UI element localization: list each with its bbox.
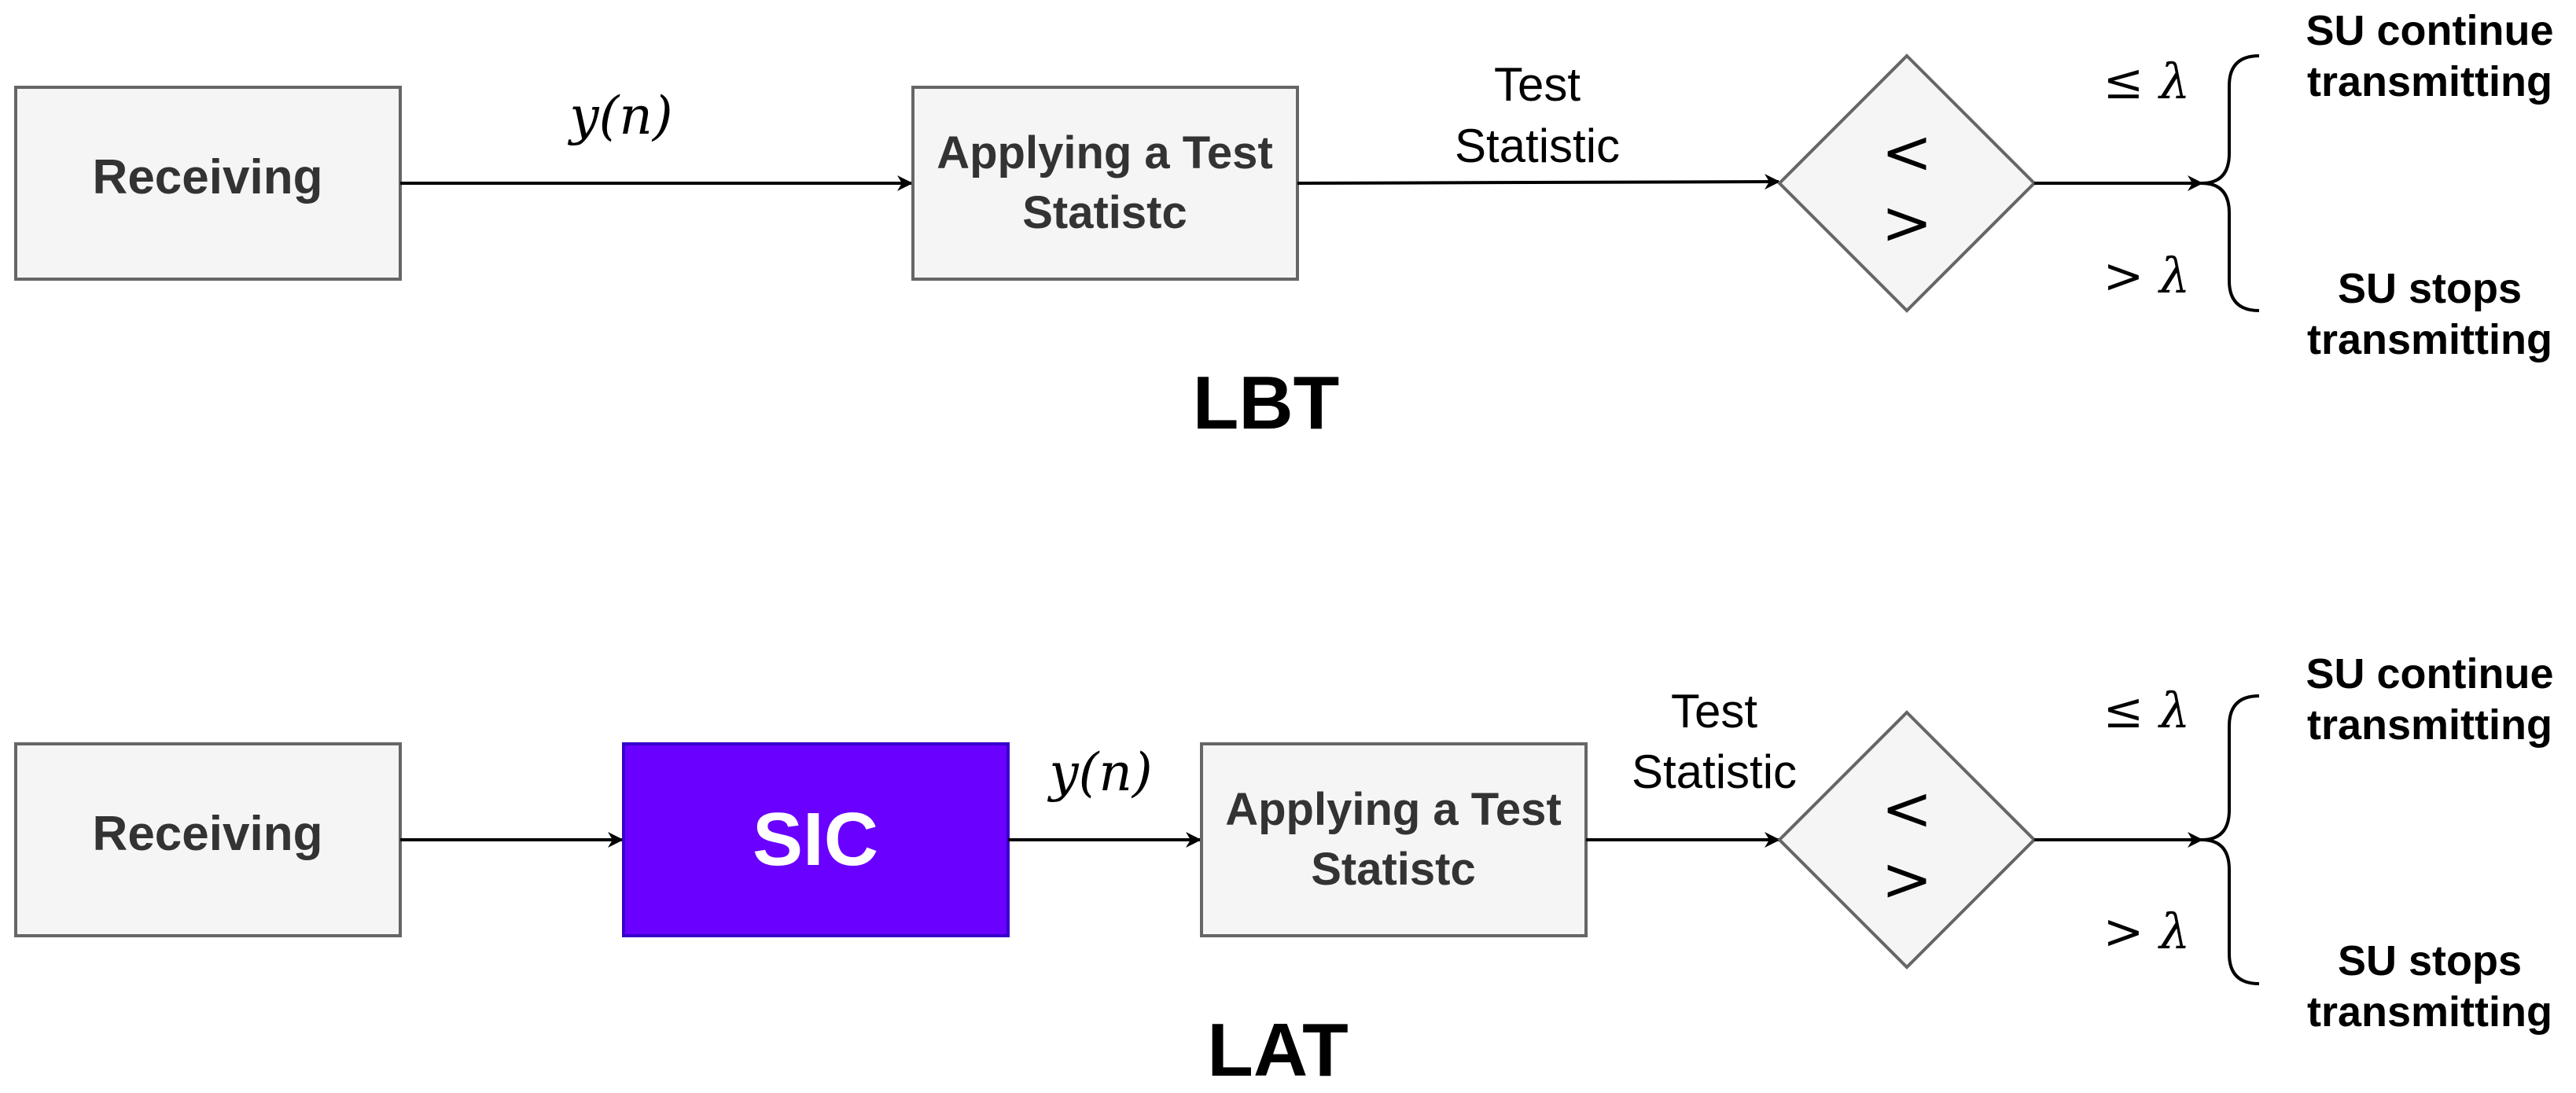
lbt-title: LBT [1193, 361, 1340, 445]
lat-compare-greater: > [1881, 845, 1932, 915]
lbt-condition-gt: > λ [2103, 247, 2191, 304]
lat-condition-le: ≤ λ [2103, 682, 2191, 739]
lat-test-stat-line1: Test [1671, 685, 1757, 738]
lat-receiving-box: Receiving [14, 742, 402, 937]
lbt-stop-line2: transmitting [2307, 316, 2552, 363]
lbt-comparator-diamond: < > [1777, 53, 2037, 313]
lat-compare-less: < [1881, 774, 1932, 845]
lat-test-stat-line2: Statistic [1632, 745, 1797, 798]
lbt-test-stat-line1: Test [1494, 58, 1581, 111]
lbt-test-stat-line2: Statistic [1455, 120, 1620, 172]
lbt-receiving-label: Receiving [93, 150, 323, 204]
lbt-signal-label: y(n) [567, 86, 672, 146]
lbt-compare-less: < [1881, 117, 1932, 188]
lbt-receiving-box: Receiving [14, 86, 402, 281]
lbt-compare-greater: > [1881, 188, 1932, 259]
lbt-stop-line1: SU stops [2338, 265, 2522, 312]
lat-continue-line1: SU continue [2306, 650, 2553, 697]
lat-test-box-line2: Statistc [1311, 844, 1476, 895]
lat-comparator-diamond: < > [1777, 710, 2037, 970]
lbt-brace [2201, 54, 2260, 312]
lat-test-statistic-box: Applying a Test Statistc [1200, 742, 1588, 937]
lbt-continue-line1: SU continue [2306, 7, 2553, 54]
lbt-test-box-line1: Applying a Test [937, 127, 1273, 178]
lat-title: LAT [1207, 1008, 1348, 1092]
lat-continue-line2: transmitting [2307, 701, 2552, 749]
lat-stop-line1: SU stops [2338, 937, 2522, 984]
lbt-test-box-line2: Statistc [1022, 187, 1187, 238]
lbt-condition-le: ≤ λ [2103, 53, 2191, 110]
lbt-diagram: Receiving y(n) Applying a Test Statistc … [14, 7, 2554, 445]
lbt-arrow-test-to-compare [1297, 174, 1780, 190]
lat-stop-line2: transmitting [2307, 988, 2552, 1036]
lat-diagram: Receiving SIC y(n) Applying a Test Stati… [14, 650, 2554, 1092]
lat-brace [2201, 694, 2260, 985]
lat-receiving-label: Receiving [93, 807, 323, 861]
lbt-continue-line2: transmitting [2307, 58, 2552, 105]
lat-sic-box: SIC [622, 742, 1010, 937]
lat-sic-label: SIC [753, 797, 878, 881]
lat-condition-gt: > λ [2103, 903, 2191, 960]
lbt-test-statistic-box: Applying a Test Statistc [911, 86, 1299, 281]
lat-signal-label: y(n) [1047, 742, 1152, 803]
lat-test-box-line1: Applying a Test [1225, 784, 1562, 835]
